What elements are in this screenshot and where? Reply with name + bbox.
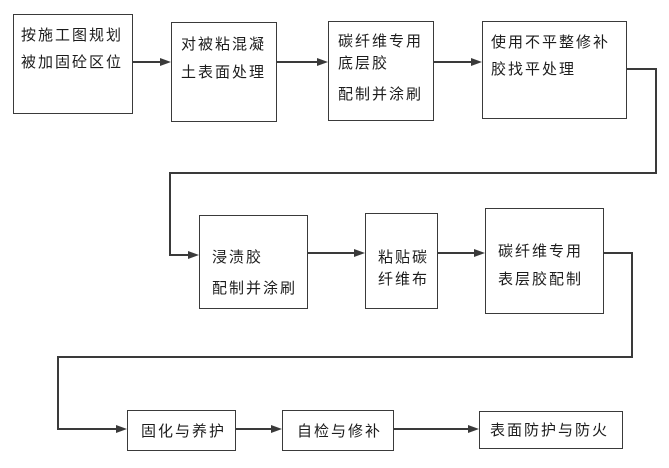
edge-n4-n5-segment: [169, 254, 188, 256]
edge-n6-n7-arrowhead-icon: [474, 249, 485, 257]
edge-n4-n5-segment: [655, 68, 657, 174]
edge-n7-n8-arrowhead-icon: [116, 425, 127, 433]
node-text-line: 自检与修补: [297, 421, 383, 440]
flow-node-top-coat-adhesive: 碳纤维专用 表层胶配制: [485, 208, 604, 314]
flow-node-self-inspection-repair: 自检与修补: [282, 410, 394, 451]
flow-node-leveling-repair: 使用不平整修补 胶找平处理: [482, 21, 627, 119]
edge-n4-n5-segment: [627, 68, 657, 70]
node-text-line: 对被粘混凝: [181, 35, 267, 53]
node-text-line: 胶找平处理: [491, 60, 577, 78]
edge-n4-n5-segment: [169, 172, 657, 174]
node-text-line: 被加固砼区位: [21, 53, 124, 71]
node-text-line: 使用不平整修补: [491, 33, 611, 51]
node-text-line: 碳纤维专用: [498, 242, 584, 260]
edge-n8-n9-line: [236, 428, 271, 430]
edge-n6-n7-line: [438, 252, 474, 254]
edge-n9-n10-line: [394, 428, 468, 430]
node-text-line: 浸渍胶: [212, 248, 264, 266]
flow-node-primer-adhesive: 碳纤维专用 底层胶 配制并涂刷: [328, 21, 434, 121]
edge-n4-n5-segment: [169, 172, 171, 256]
edge-n7-n8-segment: [631, 252, 633, 358]
edge-n7-n8-segment: [57, 356, 633, 358]
edge-n2-n3-line: [277, 61, 318, 63]
flow-node-plan-layout: 按施工图规划 被加固砼区位: [13, 14, 133, 114]
flow-node-paste-carbon-fiber: 粘贴碳 纤维布: [365, 213, 438, 309]
node-text-line: 土表面处理: [181, 63, 267, 81]
node-text-line: 纤维布: [378, 270, 430, 288]
flow-node-concrete-surface-treatment: 对被粘混凝 土表面处理: [171, 22, 277, 122]
edge-n7-n8-segment: [57, 428, 116, 430]
edge-n5-n6-line: [308, 252, 354, 254]
edge-n8-n9-arrowhead-icon: [271, 425, 282, 433]
node-text-line: 配制并涂刷: [212, 279, 298, 297]
edge-n9-n10-arrowhead-icon: [468, 425, 479, 433]
node-text-line: 表层胶配制: [498, 270, 584, 288]
node-text-line: 固化与养护: [141, 421, 227, 440]
node-text-line: 碳纤维专用: [338, 32, 424, 50]
edge-n7-n8-segment: [604, 252, 633, 254]
flow-node-impregnating-adhesive: 浸渍胶 配制并涂刷: [199, 215, 308, 309]
edge-n3-n4-line: [434, 61, 472, 63]
edge-n3-n4-arrowhead-icon: [471, 58, 482, 66]
node-text-line: 粘贴碳: [378, 248, 430, 266]
node-text-line: 表面防护与防火: [490, 421, 610, 439]
flow-node-curing-maintenance: 固化与养护: [127, 410, 236, 451]
edge-n7-n8-segment: [57, 356, 59, 430]
node-text-line: 按施工图规划: [21, 26, 124, 44]
edge-n5-n6-arrowhead-icon: [354, 249, 365, 257]
node-text-line: 配制并涂刷: [338, 85, 424, 103]
edge-n4-n5-arrowhead-icon: [188, 251, 199, 259]
edge-n1-n2-line: [132, 61, 161, 63]
flow-node-surface-fire-protection: 表面防护与防火: [479, 411, 623, 449]
edge-n2-n3-arrowhead-icon: [317, 58, 328, 66]
edge-n1-n2-arrowhead-icon: [160, 58, 171, 66]
node-text-line: 底层胶: [338, 54, 390, 72]
